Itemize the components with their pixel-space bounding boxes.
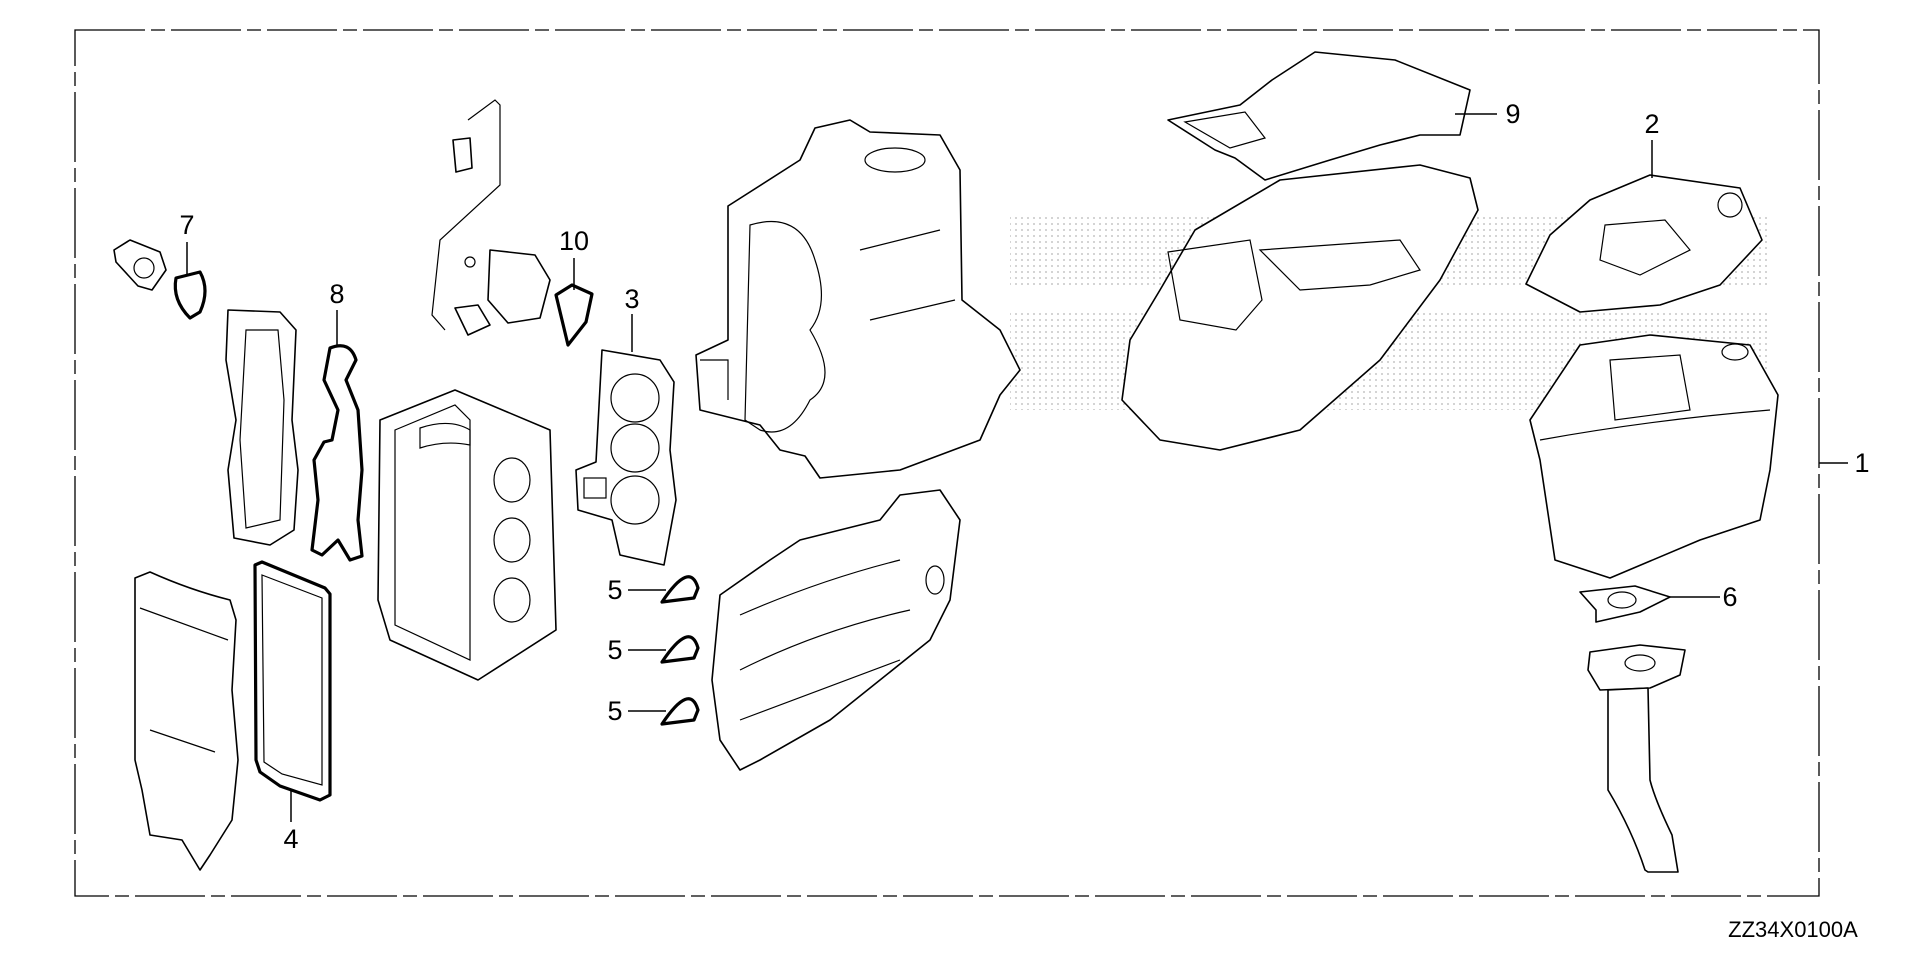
oil-case bbox=[1529, 334, 1779, 579]
intake-manifold bbox=[711, 489, 961, 771]
gasket-6 bbox=[1579, 585, 1671, 623]
leader-lines bbox=[186, 113, 1848, 822]
callout-3: 3 bbox=[624, 284, 639, 314]
head-cover bbox=[134, 571, 239, 871]
oil-pipe bbox=[1587, 644, 1686, 873]
callout-4: 4 bbox=[283, 824, 298, 854]
gasket-10 bbox=[554, 283, 594, 347]
callout-6: 6 bbox=[1722, 582, 1737, 612]
thermostat-cover bbox=[113, 239, 167, 291]
callout-1: 1 bbox=[1854, 448, 1869, 478]
callout-8: 8 bbox=[329, 279, 344, 309]
callout-5: 5 bbox=[607, 575, 622, 605]
gaskets-5 bbox=[660, 575, 700, 726]
callout-5: 5 bbox=[607, 696, 622, 726]
callout-7: 7 bbox=[179, 210, 194, 240]
gasket-4 bbox=[253, 560, 332, 802]
sensor-harness bbox=[431, 99, 551, 336]
callout-5: 5 bbox=[607, 635, 622, 665]
gasket-9 bbox=[1167, 51, 1471, 181]
gasket-3 bbox=[575, 349, 677, 566]
cylinder-block bbox=[695, 119, 1021, 479]
gasket-8 bbox=[310, 344, 364, 562]
cylinder-head bbox=[377, 389, 557, 681]
callout-2: 2 bbox=[1644, 109, 1659, 139]
figure-code: ZZ34X0100A bbox=[1728, 917, 1858, 942]
gasket-7 bbox=[173, 270, 207, 320]
exhaust-cover bbox=[225, 309, 299, 546]
callout-9: 9 bbox=[1505, 99, 1520, 129]
gasket-2 bbox=[1525, 174, 1763, 313]
mounting-case bbox=[1121, 164, 1479, 451]
callout-10: 10 bbox=[559, 226, 589, 256]
